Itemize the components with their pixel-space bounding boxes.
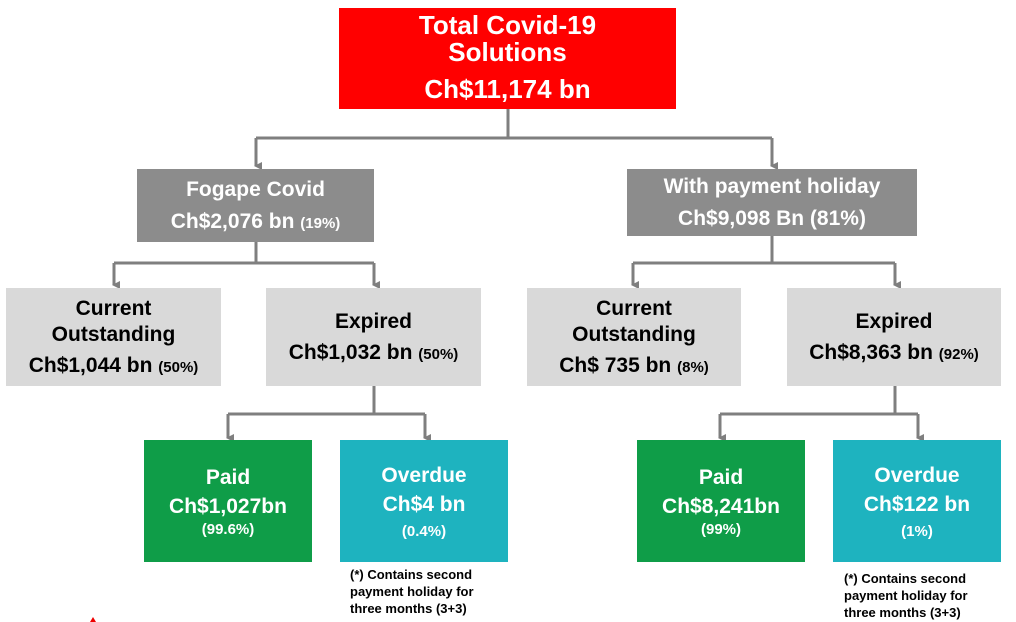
right-expired-value-line: Ch$8,363 bn (92%) <box>809 341 979 365</box>
node-fogape-covid: Fogape Covid Ch$2,076 bn (19%) <box>137 169 374 242</box>
red-corner-mark <box>90 617 96 622</box>
fogape-pct: (19%) <box>300 214 341 232</box>
left-overdue-footnote: (*) Contains second payment holiday for … <box>350 567 474 616</box>
right-overdue-pct: (1%) <box>901 522 933 540</box>
right-current-value-line: Ch$ 735 bn (8%) <box>559 354 709 378</box>
node-right-paid: Paid Ch$8,241bn (99%) <box>637 440 805 562</box>
left-current-pct: (50%) <box>158 359 199 376</box>
node-right-overdue: Overdue Ch$122 bn (1%) <box>833 440 1001 562</box>
right-paid-title: Paid <box>698 465 744 489</box>
fogape-title: Fogape Covid <box>186 177 325 201</box>
right-current-value: Ch$ 735 bn <box>559 354 672 377</box>
fogape-value-line: Ch$2,076 bn (19%) <box>171 210 341 234</box>
node-payment-holiday: With payment holiday Ch$9,098 Bn (81%) <box>627 169 917 236</box>
right-expired-title: Expired <box>855 310 933 333</box>
left-current-value: Ch$1,044 bn <box>28 354 153 377</box>
left-paid-pct: (99.6%) <box>201 520 255 538</box>
left-expired-pct: (50%) <box>418 346 459 363</box>
left-paid-value: Ch$1,027bn <box>169 494 287 518</box>
left-current-value-line: Ch$1,044 bn (50%) <box>29 354 199 378</box>
right-paid-value: Ch$8,241bn <box>662 494 780 518</box>
right-current-title: Current Outstanding <box>572 297 696 346</box>
right-overdue-title: Overdue <box>874 463 960 487</box>
node-left-paid: Paid Ch$1,027bn (99.6%) <box>144 440 312 562</box>
root-title: Total Covid-19 Solutions <box>418 10 597 67</box>
right-paid-pct: (99%) <box>700 520 741 538</box>
right-current-pct: (8%) <box>677 359 709 376</box>
root-node-total: Total Covid-19 Solutions Ch$11,174 bn <box>339 8 676 109</box>
fogape-value: Ch$2,076 bn <box>170 209 295 233</box>
payment-holiday-value: Ch$9,098 Bn (81%) <box>678 206 866 230</box>
left-overdue-value: Ch$4 bn <box>382 492 466 516</box>
left-expired-value: Ch$1,032 bn <box>288 341 413 364</box>
left-expired-value-line: Ch$1,032 bn (50%) <box>289 341 459 365</box>
node-left-current-outstanding: Current Outstanding Ch$1,044 bn (50%) <box>6 288 221 386</box>
left-overdue-title: Overdue <box>381 463 467 487</box>
payment-holiday-title: With payment holiday <box>663 174 881 198</box>
node-right-expired: Expired Ch$8,363 bn (92%) <box>787 288 1001 386</box>
left-current-title: Current Outstanding <box>51 297 176 346</box>
left-overdue-pct: (0.4%) <box>401 522 447 540</box>
node-left-overdue: Overdue Ch$4 bn (0.4%) <box>340 440 508 562</box>
node-right-current-outstanding: Current Outstanding Ch$ 735 bn (8%) <box>527 288 741 386</box>
root-value: Ch$11,174 bn <box>424 74 591 104</box>
right-expired-value: Ch$8,363 bn <box>809 341 933 364</box>
right-overdue-value: Ch$122 bn <box>863 492 971 516</box>
left-paid-title: Paid <box>205 465 251 489</box>
right-overdue-footnote: (*) Contains second payment holiday for … <box>844 571 968 620</box>
left-expired-title: Expired <box>334 310 413 333</box>
right-expired-pct: (92%) <box>938 346 979 363</box>
node-left-expired: Expired Ch$1,032 bn (50%) <box>266 288 481 386</box>
